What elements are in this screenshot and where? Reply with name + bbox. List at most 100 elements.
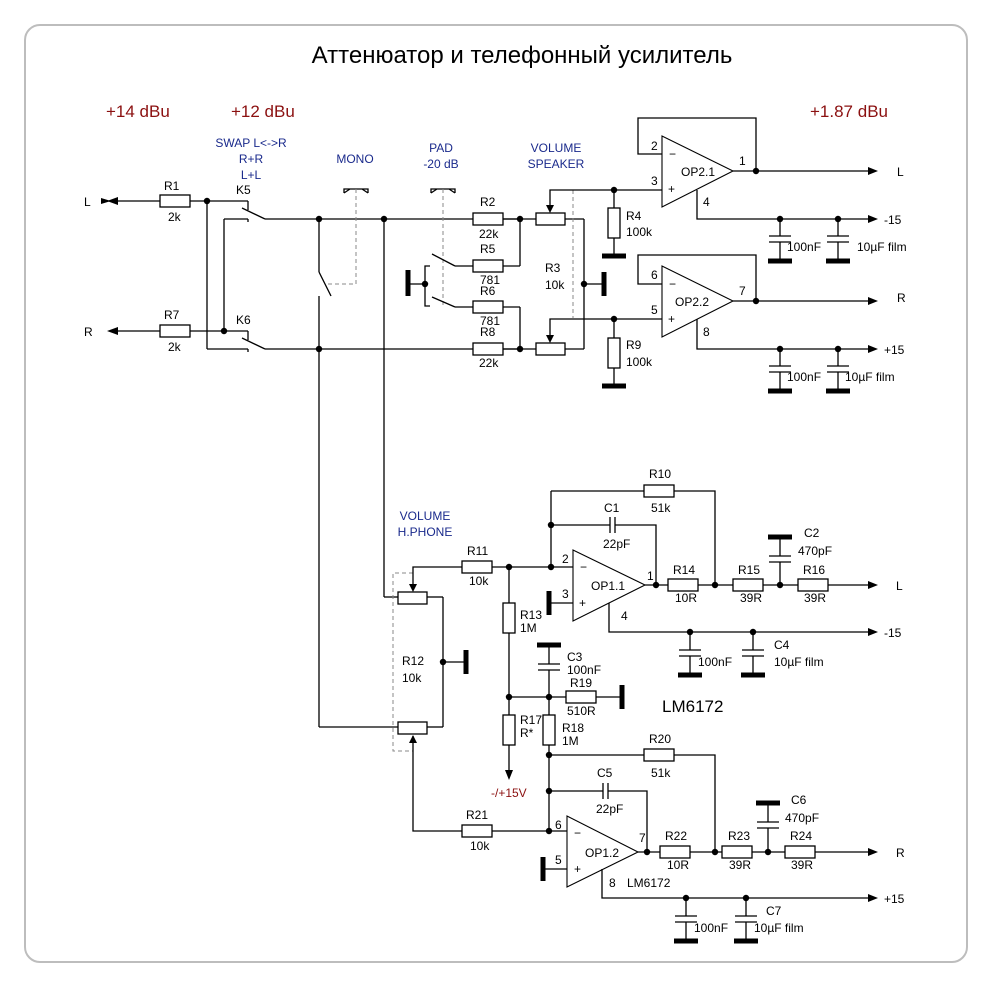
- opamp-op1-1: R10 51k C1 22pF − + OP1.1 2 3 1 4 R14 10…: [546, 467, 903, 678]
- output-hphone-l: L: [896, 579, 903, 593]
- level-output: +1.87 dBu: [810, 102, 888, 121]
- r17-value: R*: [520, 726, 534, 740]
- relay-k5-contact: [241, 207, 266, 220]
- svg-text:8: 8: [703, 325, 710, 339]
- svg-text:R23: R23: [728, 829, 750, 843]
- resistor-r13: [502, 602, 516, 634]
- resistor-r2: [472, 212, 504, 226]
- svg-text:2: 2: [562, 552, 569, 566]
- svg-text:10µF film: 10µF film: [845, 370, 895, 384]
- resistor-r14: [667, 578, 699, 592]
- svg-text:10R: 10R: [675, 591, 697, 605]
- svg-text:VOLUME: VOLUME: [531, 141, 582, 155]
- resistor-r11: [461, 560, 493, 574]
- hp-rail-pos-15: +15: [884, 892, 905, 906]
- svg-text:R21: R21: [466, 808, 488, 822]
- svg-text:39R: 39R: [740, 591, 762, 605]
- svg-text:7: 7: [639, 831, 646, 845]
- resistor-r5: [472, 259, 504, 273]
- r8-value: 22k: [479, 356, 499, 370]
- diagram-title: Аттенюатор и телефонный усилитель: [312, 42, 733, 69]
- svg-text:OP1.2: OP1.2: [585, 846, 619, 860]
- svg-text:6: 6: [555, 818, 562, 832]
- rail-neg-15: -15: [884, 213, 902, 227]
- svg-text:2: 2: [651, 139, 658, 153]
- part-number-label: LM6172: [662, 697, 723, 716]
- svg-text:+: +: [574, 862, 581, 876]
- svg-text:C1: C1: [604, 501, 620, 515]
- r11-ref: R11: [467, 544, 488, 558]
- opamp-op1-2: R20 51k C5 22pF R21 10k − + OP1.2 6 5 7 …: [461, 732, 905, 944]
- svg-text:C5: C5: [597, 766, 613, 780]
- svg-text:R20: R20: [649, 732, 671, 746]
- part-number-small: LM6172: [627, 876, 671, 890]
- mono-switch-contact: [318, 271, 332, 297]
- svg-text:+: +: [668, 312, 675, 326]
- level-input: +14 dBu: [106, 102, 170, 121]
- svg-text:100nF: 100nF: [694, 921, 728, 935]
- resistor-r20: [643, 748, 675, 762]
- resistor-r6: [472, 300, 504, 314]
- svg-text:8: 8: [609, 876, 616, 890]
- r18-ref: R18: [562, 721, 584, 735]
- pad-label: PAD -20 dB: [423, 141, 458, 171]
- r7-value: 2k: [168, 340, 182, 354]
- svg-text:L: L: [84, 195, 91, 209]
- svg-text:+: +: [579, 596, 586, 610]
- svg-text:7: 7: [739, 284, 746, 298]
- svg-text:10k: 10k: [470, 839, 490, 853]
- r7-ref: R7: [164, 308, 180, 322]
- svg-text:H.PHONE: H.PHONE: [398, 525, 453, 539]
- r1-ref: R1: [164, 179, 180, 193]
- r5-ref: R5: [480, 242, 496, 256]
- resistor-r18: [542, 714, 556, 746]
- resistor-r23: [721, 845, 753, 859]
- svg-text:5: 5: [555, 853, 562, 867]
- r12-value: 10k: [402, 671, 422, 685]
- potentiometer-r12b: [397, 721, 428, 735]
- svg-text:OP2.1: OP2.1: [681, 165, 715, 179]
- relay-k5-label: K5: [236, 183, 251, 197]
- svg-text:39R: 39R: [791, 858, 813, 872]
- svg-text:R22: R22: [665, 829, 687, 843]
- opamp-op2-1: − + OP2.1 2 3 1 4 L -15 100nF 10µF film: [614, 117, 907, 264]
- svg-text:PAD: PAD: [429, 141, 453, 155]
- r8-ref: R8: [480, 325, 496, 339]
- potentiometer-r3b: [535, 342, 566, 356]
- svg-text:R16: R16: [803, 563, 825, 577]
- svg-text:R15: R15: [738, 563, 760, 577]
- svg-text:5: 5: [651, 303, 658, 317]
- svg-text:R10: R10: [649, 467, 671, 481]
- svg-text:4: 4: [621, 609, 628, 623]
- svg-text:R24: R24: [790, 829, 812, 843]
- svg-text:C4: C4: [774, 638, 790, 652]
- svg-text:39R: 39R: [804, 591, 826, 605]
- r9-ref: R9: [626, 338, 642, 352]
- svg-text:51k: 51k: [651, 766, 671, 780]
- output-speaker-l: L: [897, 165, 904, 179]
- c3-ref: C3: [567, 650, 583, 664]
- svg-text:22pF: 22pF: [603, 537, 630, 551]
- svg-text:10µF film: 10µF film: [774, 655, 824, 669]
- svg-text:R+R: R+R: [239, 152, 264, 166]
- r6-value: 781: [480, 314, 500, 328]
- svg-text:L+L: L+L: [241, 168, 262, 182]
- output-hphone-r: R: [896, 846, 905, 860]
- svg-text:SPEAKER: SPEAKER: [528, 157, 585, 171]
- r12-ref: R12: [402, 654, 424, 668]
- svg-text:4: 4: [703, 195, 710, 209]
- c3-value: 100nF: [567, 663, 601, 677]
- r17-ref: R17: [520, 713, 542, 727]
- r13-ref: R13: [520, 608, 542, 622]
- svg-text:100nF: 100nF: [787, 240, 821, 254]
- volume-hphone-label: VOLUME H.PHONE: [398, 509, 453, 539]
- volume-speaker-label: VOLUME SPEAKER: [528, 141, 585, 171]
- svg-text:R: R: [84, 325, 93, 339]
- r4-ref: R4: [626, 209, 642, 223]
- svg-text:OP1.1: OP1.1: [591, 579, 625, 593]
- opamp-op2-2: − + OP2.2 6 5 7 8 R +15 100nF 10µF film: [614, 254, 906, 394]
- r1-value: 2k: [168, 210, 182, 224]
- resistor-r17: [502, 714, 516, 746]
- svg-text:3: 3: [651, 174, 658, 188]
